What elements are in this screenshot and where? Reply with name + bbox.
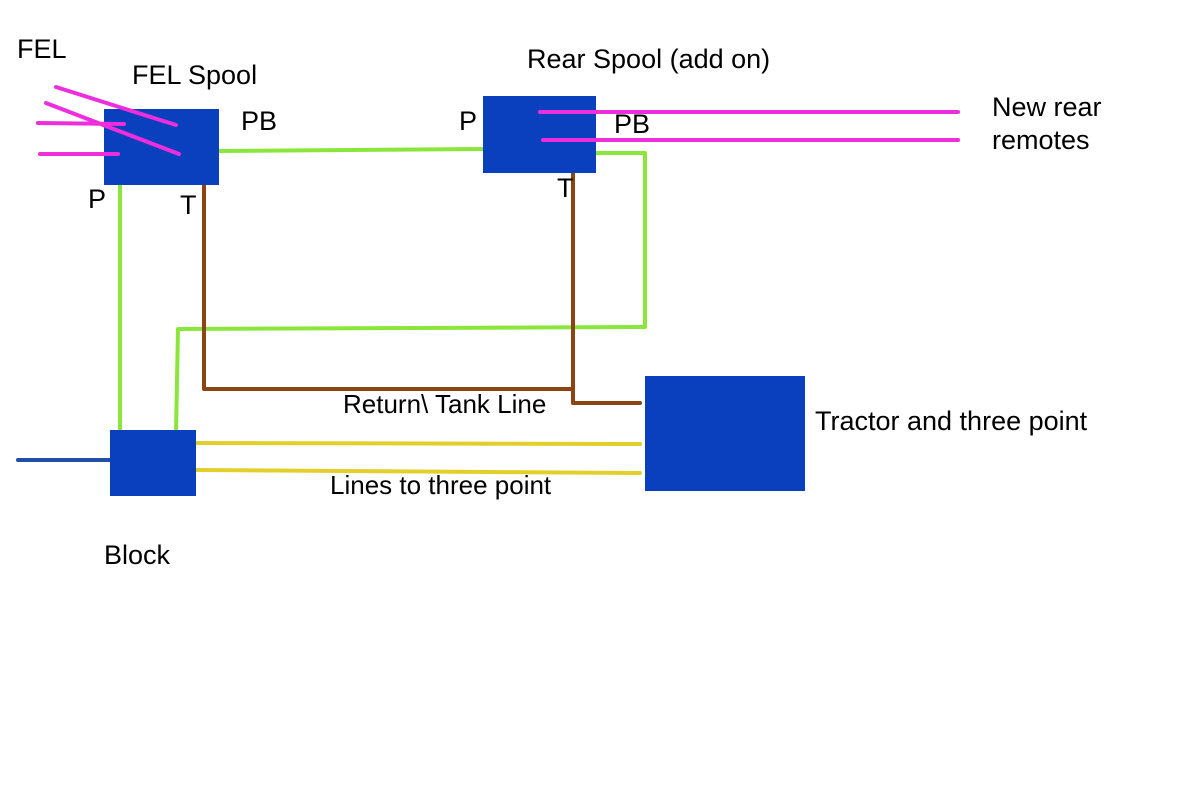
- block-box: [110, 430, 196, 496]
- new-rear-remotes-label-line1: New rear: [992, 92, 1102, 122]
- fel-line-1: [54, 85, 178, 127]
- rear-spool-label: Rear Spool (add on): [527, 44, 770, 74]
- fel-spool-label: FEL Spool: [132, 60, 257, 90]
- rear-pb-to-block-line: [174, 151, 647, 434]
- fel-t-port-label: T: [180, 190, 197, 220]
- tractor-label: Tractor and three point: [815, 406, 1088, 436]
- three-point-line-lower: [194, 468, 642, 475]
- three-point-lines-label: Lines to three point: [330, 470, 552, 500]
- fel-line-2: [44, 101, 181, 156]
- rear-t-port-label: T: [557, 173, 574, 203]
- three-point-line-upper: [194, 441, 642, 446]
- rear-pb-port-label: PB: [614, 109, 650, 139]
- fel-pb-to-rear-p-line: [216, 147, 487, 153]
- rear-p-port-label: P: [459, 106, 477, 136]
- return-tank-line-label: Return\ Tank Line: [343, 389, 546, 419]
- fel-label: FEL: [17, 34, 67, 64]
- fel-pb-port-label: PB: [241, 106, 277, 136]
- fel-p-port-label: P: [88, 184, 106, 214]
- block-label: Block: [104, 540, 171, 570]
- new-rear-remotes-label-line2: remotes: [992, 125, 1090, 155]
- rear-t-return-line: [571, 170, 642, 405]
- tractor-box: [645, 376, 805, 491]
- fel-t-return-line: [202, 182, 575, 391]
- fel-line-3: [36, 121, 126, 126]
- rear-spool-box: [483, 96, 596, 173]
